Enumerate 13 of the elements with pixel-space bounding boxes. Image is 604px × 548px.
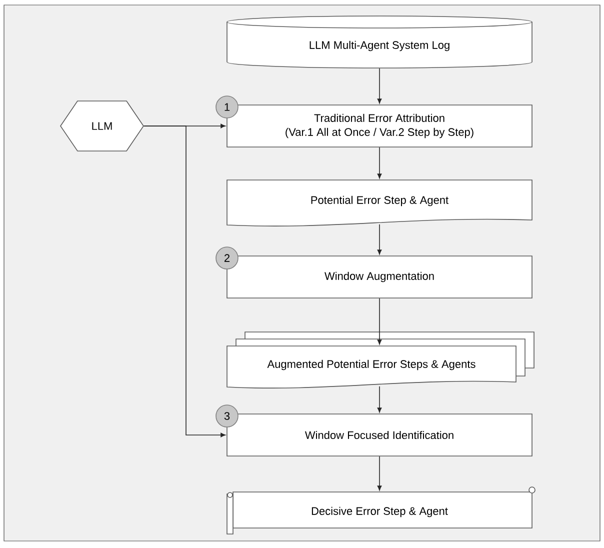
arrow (377, 298, 382, 344)
arrow (144, 126, 226, 438)
database-cylinder: LLM Multi-Agent System Log (226, 16, 532, 68)
arrow (377, 456, 382, 490)
step-number: 3 (216, 404, 238, 428)
document-stack: Augmented Potential Error Steps & Agents (226, 332, 534, 388)
arrow (377, 224, 382, 254)
arrow (377, 386, 382, 412)
model-hexagon: LLM (60, 100, 144, 152)
step-number: 1 (216, 96, 238, 118)
arrow (377, 147, 382, 178)
step-number: 2 (216, 246, 238, 270)
arrow (377, 68, 382, 104)
